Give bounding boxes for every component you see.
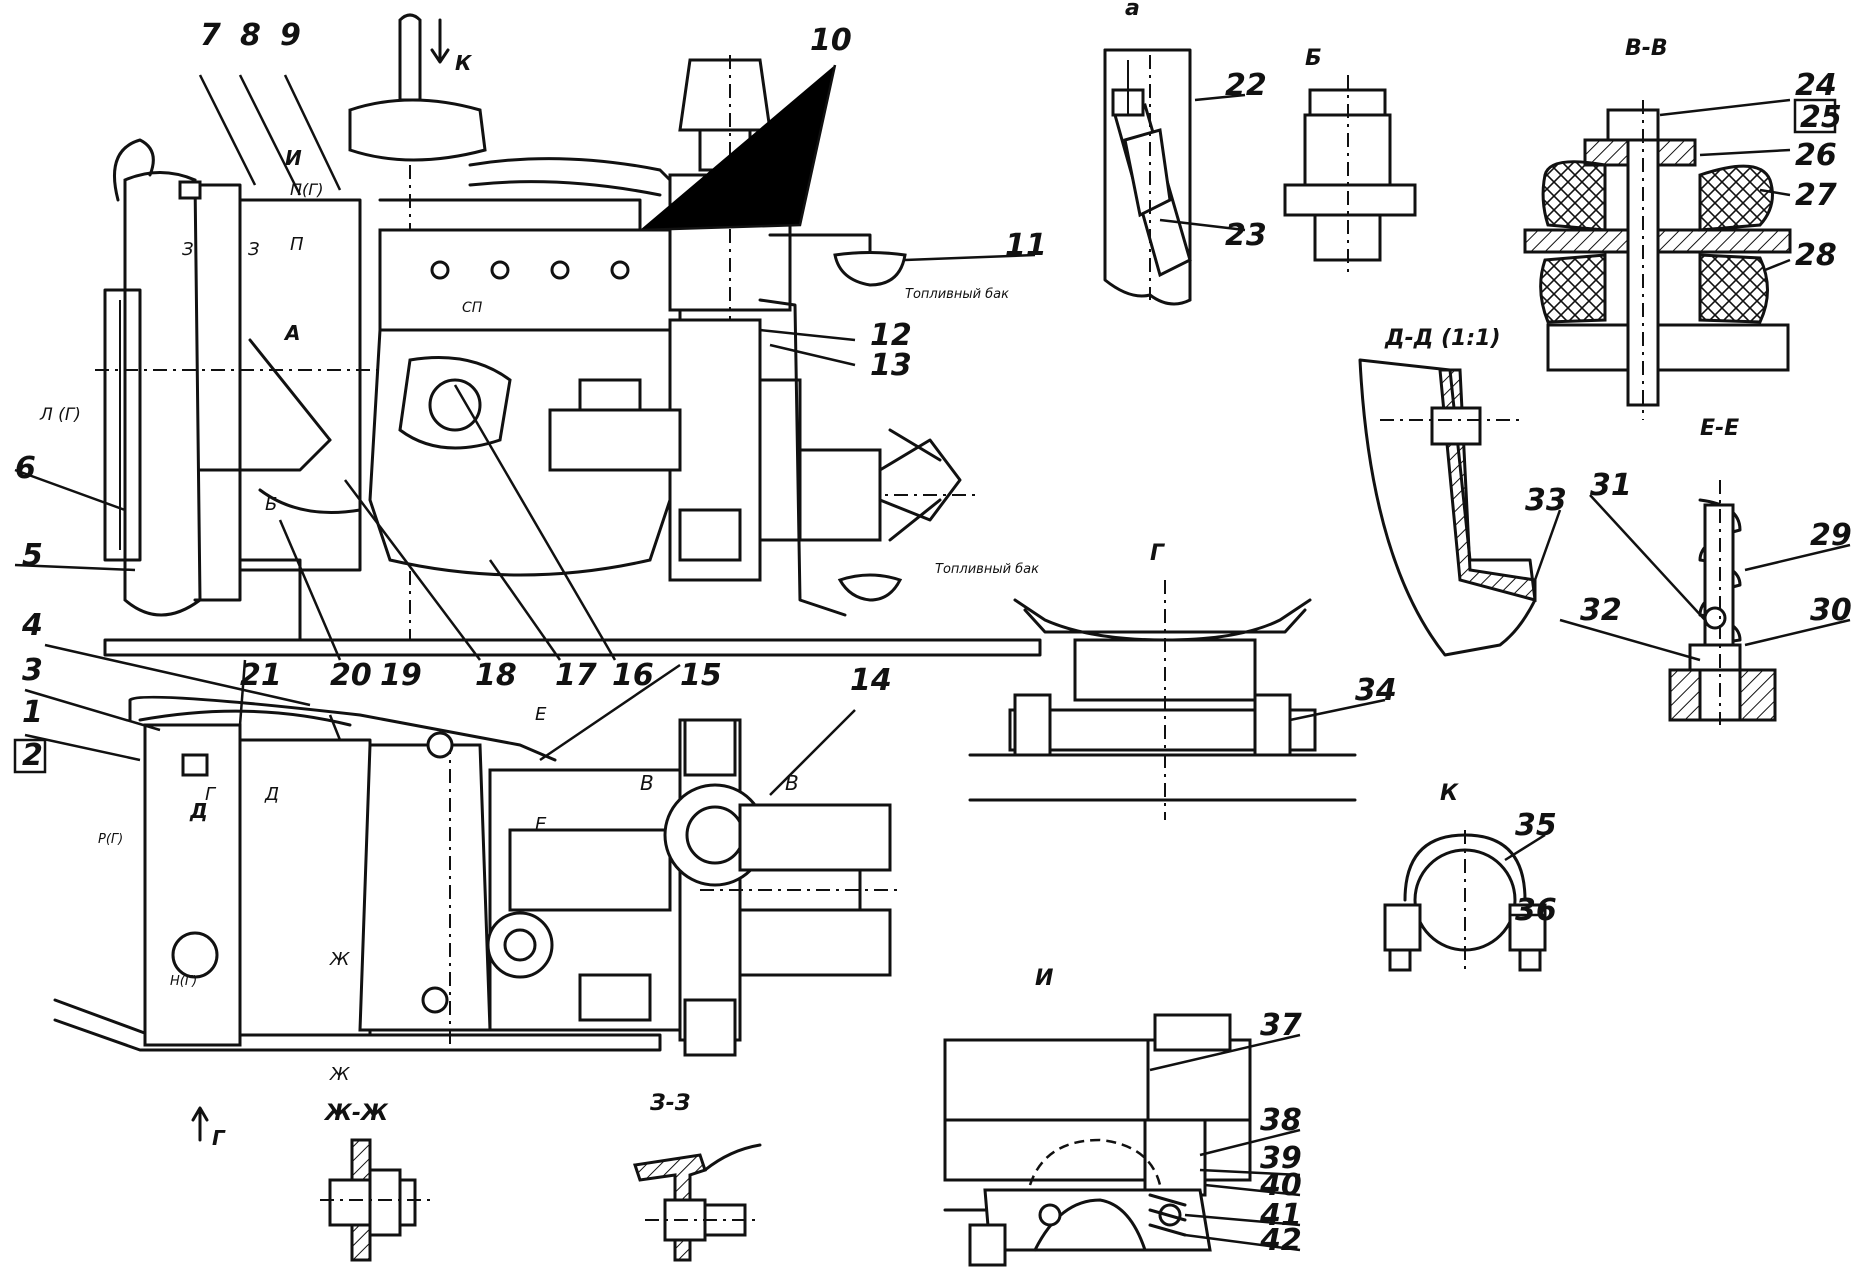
mark-g-view: Г (205, 784, 217, 805)
callout-36: 36 (1515, 893, 1557, 928)
mark-b-view: Б (265, 494, 277, 515)
mark-g-bottom: Г (212, 1126, 226, 1150)
title-view-k: К (1440, 781, 1459, 806)
title-view-b: Б (1305, 46, 1322, 71)
callout-17: 17 (555, 658, 597, 693)
mark-a-view: А (283, 321, 300, 345)
callout-9: 9 (280, 18, 301, 53)
callout-23: 23 (1225, 218, 1267, 253)
callout-2: 2 (22, 738, 43, 773)
callout-16: 16 (612, 658, 654, 693)
callout-42: 42 (1259, 1223, 1302, 1258)
mark-k-arrow: К (455, 51, 473, 75)
title-section-v-v: В-В (1625, 36, 1668, 61)
mark-r-left: Р(Г) (98, 832, 123, 847)
mark-p: П (290, 234, 304, 255)
title-section-zh-zh: Ж-Ж (323, 1101, 389, 1126)
callout-21: 21 (240, 658, 282, 693)
section-e-e (1668, 480, 1777, 725)
callout-3: 3 (22, 653, 43, 688)
notes: Топливный бак Топливный бак (905, 287, 1039, 577)
mark-d-view: Д (189, 799, 208, 823)
title-section-d-d: Д-Д (1:1) (1384, 326, 1501, 351)
section-d-d (1358, 358, 1537, 657)
callout-8: 8 (240, 18, 261, 53)
view-g (968, 580, 1357, 820)
title-section-e-e: Е-Е (1700, 416, 1739, 441)
leader-lines (14, 64, 1851, 1252)
mark-l-left: Л (Г) (39, 405, 81, 425)
callout-40: 40 (1259, 1168, 1302, 1203)
title-view-a: а (1125, 0, 1140, 21)
mark-n-left: Н(Г) (170, 974, 197, 989)
callout-5: 5 (22, 538, 43, 573)
mark-p-right: П(Г) (290, 180, 323, 199)
title-view-g: Г (1150, 541, 1165, 566)
callout-34: 34 (1355, 673, 1397, 708)
callout-35: 35 (1515, 808, 1557, 843)
callout-31: 31 (1590, 468, 1632, 503)
callout-22: 22 (1225, 68, 1267, 103)
callout-19: 19 (380, 658, 422, 693)
callout-33: 33 (1525, 483, 1567, 518)
view-i (943, 1013, 1252, 1267)
callout-32: 32 (1580, 593, 1622, 628)
view-b (1283, 75, 1417, 275)
callout-26: 26 (1795, 138, 1837, 173)
mark-i: И (285, 146, 302, 170)
section-zh-zh (320, 1138, 430, 1262)
title-view-i: И (1035, 966, 1053, 991)
section-titles: а Б В-В Г Д-Д (1:1) Е-Е Ж-Ж З-З К И (323, 0, 1739, 1126)
callout-30: 30 (1810, 593, 1852, 628)
callout-37: 37 (1260, 1008, 1302, 1043)
mark-sp: СП (462, 300, 483, 316)
note-fuel-tank-bottom: Топливный бак (935, 562, 1039, 577)
note-fuel-tank-top: Топливный бак (905, 287, 1009, 302)
callout-20: 20 (330, 658, 372, 693)
mark-e1: Е (535, 704, 547, 725)
title-section-z-z: З-З (649, 1091, 690, 1116)
callout-27: 27 (1795, 178, 1837, 213)
callout-2-box (13, 738, 47, 774)
mark-zh2: Ж (329, 1064, 350, 1085)
callout-18: 18 (475, 658, 517, 693)
mark-d2: Д (264, 784, 279, 805)
callout-1: 1 (22, 695, 43, 730)
callout-24: 24 (1795, 68, 1837, 103)
callout-14: 14 (850, 663, 892, 698)
callout-4: 4 (21, 608, 43, 643)
callout-28: 28 (1795, 238, 1837, 273)
view-a (1103, 48, 1192, 306)
mark-v2: В (785, 771, 799, 795)
callout-11: 11 (1005, 228, 1047, 263)
callout-7: 7 (200, 18, 221, 53)
mark-zh1: Ж (329, 949, 350, 970)
section-z-z (633, 1143, 762, 1262)
mark-v1: В (640, 771, 654, 795)
callout-13: 13 (870, 348, 912, 383)
callout-12: 12 (870, 318, 912, 353)
mark-e2: Е (535, 814, 547, 835)
view-marks: К И П(Г) З З П А Л (Г) Б СП Д Г Д Е Е В … (39, 51, 799, 1150)
callout-15: 15 (680, 658, 722, 693)
callout-38: 38 (1260, 1103, 1302, 1138)
engine-plan-view (53, 695, 900, 1142)
mark-z1: З (182, 239, 194, 260)
callout-10: 10 (810, 23, 852, 58)
callout-39: 39 (1260, 1141, 1302, 1176)
callout-labels: 1 2 3 4 5 6 7 8 9 10 11 12 13 14 15 16 1… (13, 18, 1852, 1258)
callout-25-box (1793, 98, 1837, 134)
callout-29: 29 (1810, 518, 1852, 553)
section-v-v (1523, 100, 1792, 420)
mark-z2: З (248, 239, 260, 260)
callout-41: 41 (1259, 1198, 1302, 1233)
callout-6: 6 (15, 451, 36, 486)
